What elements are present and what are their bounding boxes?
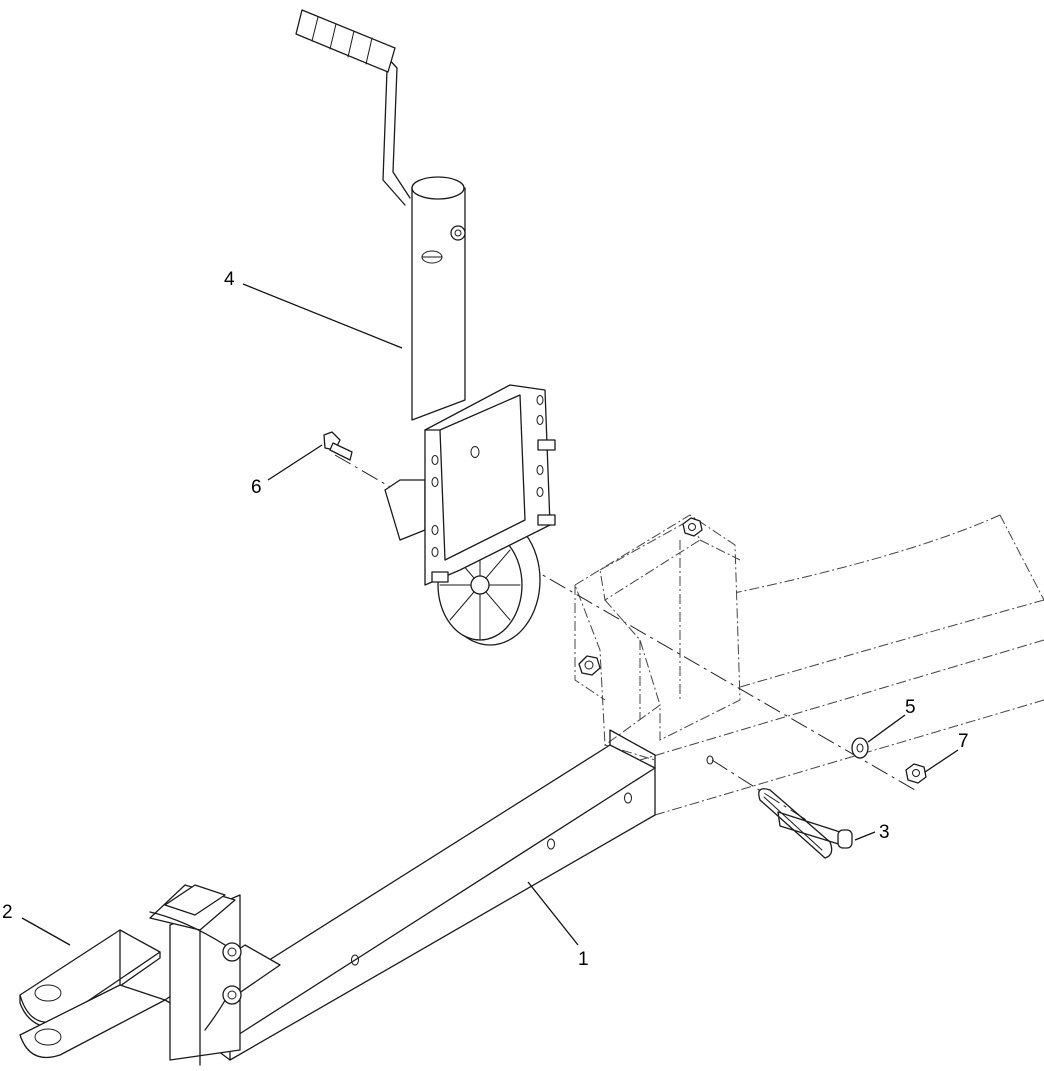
bolt — [323, 431, 353, 461]
callout-4: 4 — [224, 269, 235, 290]
leader-7 — [924, 749, 959, 773]
frame-bracket-phantom — [574, 514, 741, 746]
bracket-nut-lower — [578, 655, 601, 676]
callout-1: 1 — [578, 949, 589, 970]
callout-2: 2 — [2, 902, 13, 923]
callout-5: 5 — [905, 697, 916, 718]
leader-3 — [854, 831, 876, 841]
callout-6: 6 — [251, 477, 262, 498]
callout-3: 3 — [879, 822, 890, 843]
leader-1 — [527, 881, 579, 946]
nut — [905, 763, 927, 784]
hitch-pin — [758, 788, 853, 859]
hitch-pin-upper — [149, 911, 242, 962]
leader-6 — [267, 444, 323, 481]
hitch-pin-lower — [204, 985, 242, 1031]
jack-mounting-plate — [424, 384, 556, 586]
bracket-nut-upper — [682, 517, 703, 537]
jack-crank-handle — [295, 9, 411, 206]
leader-2 — [21, 917, 71, 946]
leader-lines — [21, 283, 959, 946]
assembly-centerline — [334, 454, 916, 791]
leader-5 — [867, 714, 906, 743]
washer — [851, 737, 869, 759]
leader-4 — [242, 283, 403, 349]
tongue-bar — [189, 729, 714, 1061]
callout-labels: 1 2 3 4 5 6 7 — [2, 269, 969, 970]
jack-tube — [411, 176, 466, 421]
callout-7: 7 — [958, 731, 969, 752]
